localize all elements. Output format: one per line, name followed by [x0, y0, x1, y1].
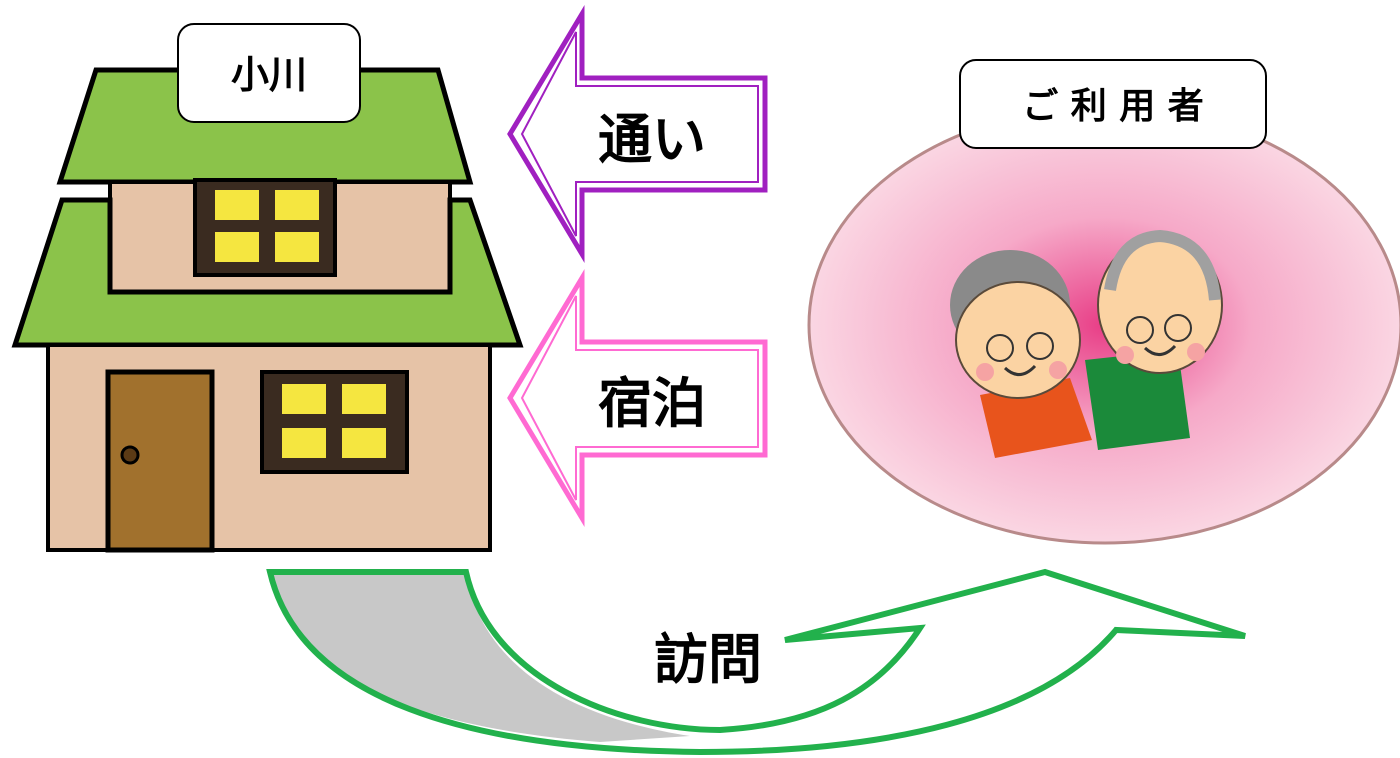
commute-arrow: 通い: [507, 4, 768, 264]
facility-name-text: 小川: [231, 53, 307, 97]
visit-arrow-outline: [266, 568, 1246, 756]
visit-arrow: 訪問: [266, 568, 1246, 756]
house-upper-window: [193, 178, 337, 277]
door-knob: [120, 445, 140, 465]
user-label: ご 利 用 者: [959, 59, 1267, 149]
visit-label: 訪問: [654, 628, 762, 691]
stay-arrow: 宿泊: [507, 268, 768, 528]
house-door: [105, 369, 215, 553]
commute-label: 通い: [598, 108, 706, 171]
elderly-couple-icon: [950, 229, 1223, 458]
visit-arrow-tail: [270, 572, 690, 742]
user-bubble: [807, 105, 1400, 545]
house-icon: [11, 67, 524, 553]
user-label-text: ご 利 用 者: [1022, 86, 1204, 127]
stay-label: 宿泊: [598, 372, 706, 435]
facility-name-label: 小川: [177, 23, 361, 123]
house-lower-window: [260, 370, 409, 474]
